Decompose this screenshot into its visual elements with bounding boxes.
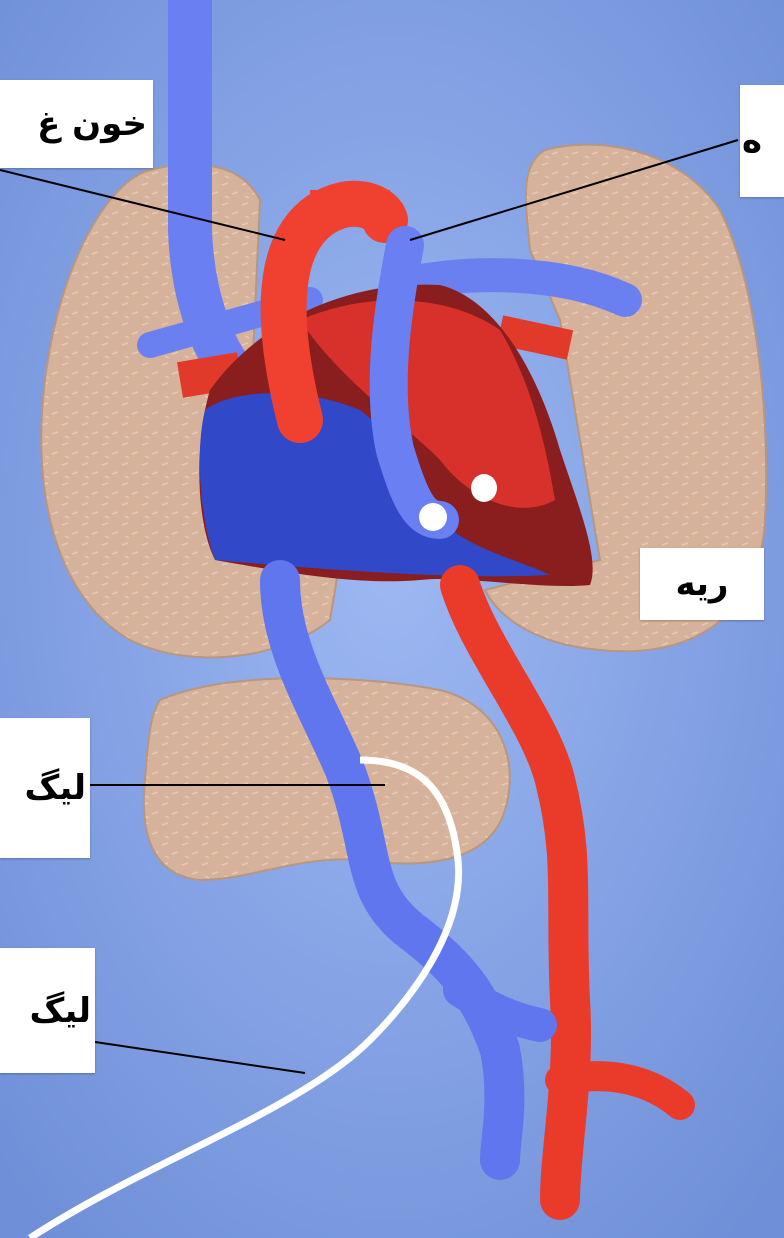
label-lung: ريه	[640, 548, 764, 620]
label-ligament-1: ليگ	[0, 718, 90, 858]
label-ligament-2-text: ليگ	[30, 994, 91, 1028]
label-ligament-1-text: ليگ	[25, 771, 86, 805]
valve	[471, 474, 497, 502]
label-top-right-text: ه	[742, 124, 762, 158]
label-lung-text: ريه	[676, 567, 729, 601]
label-ligament-2: ليگ	[0, 948, 95, 1073]
label-top-left: خون غ	[0, 80, 153, 168]
label-top-left-text: خون غ	[37, 107, 147, 141]
label-top-right: ه	[740, 85, 784, 197]
valve	[419, 503, 447, 531]
aortic-branches	[310, 190, 390, 224]
